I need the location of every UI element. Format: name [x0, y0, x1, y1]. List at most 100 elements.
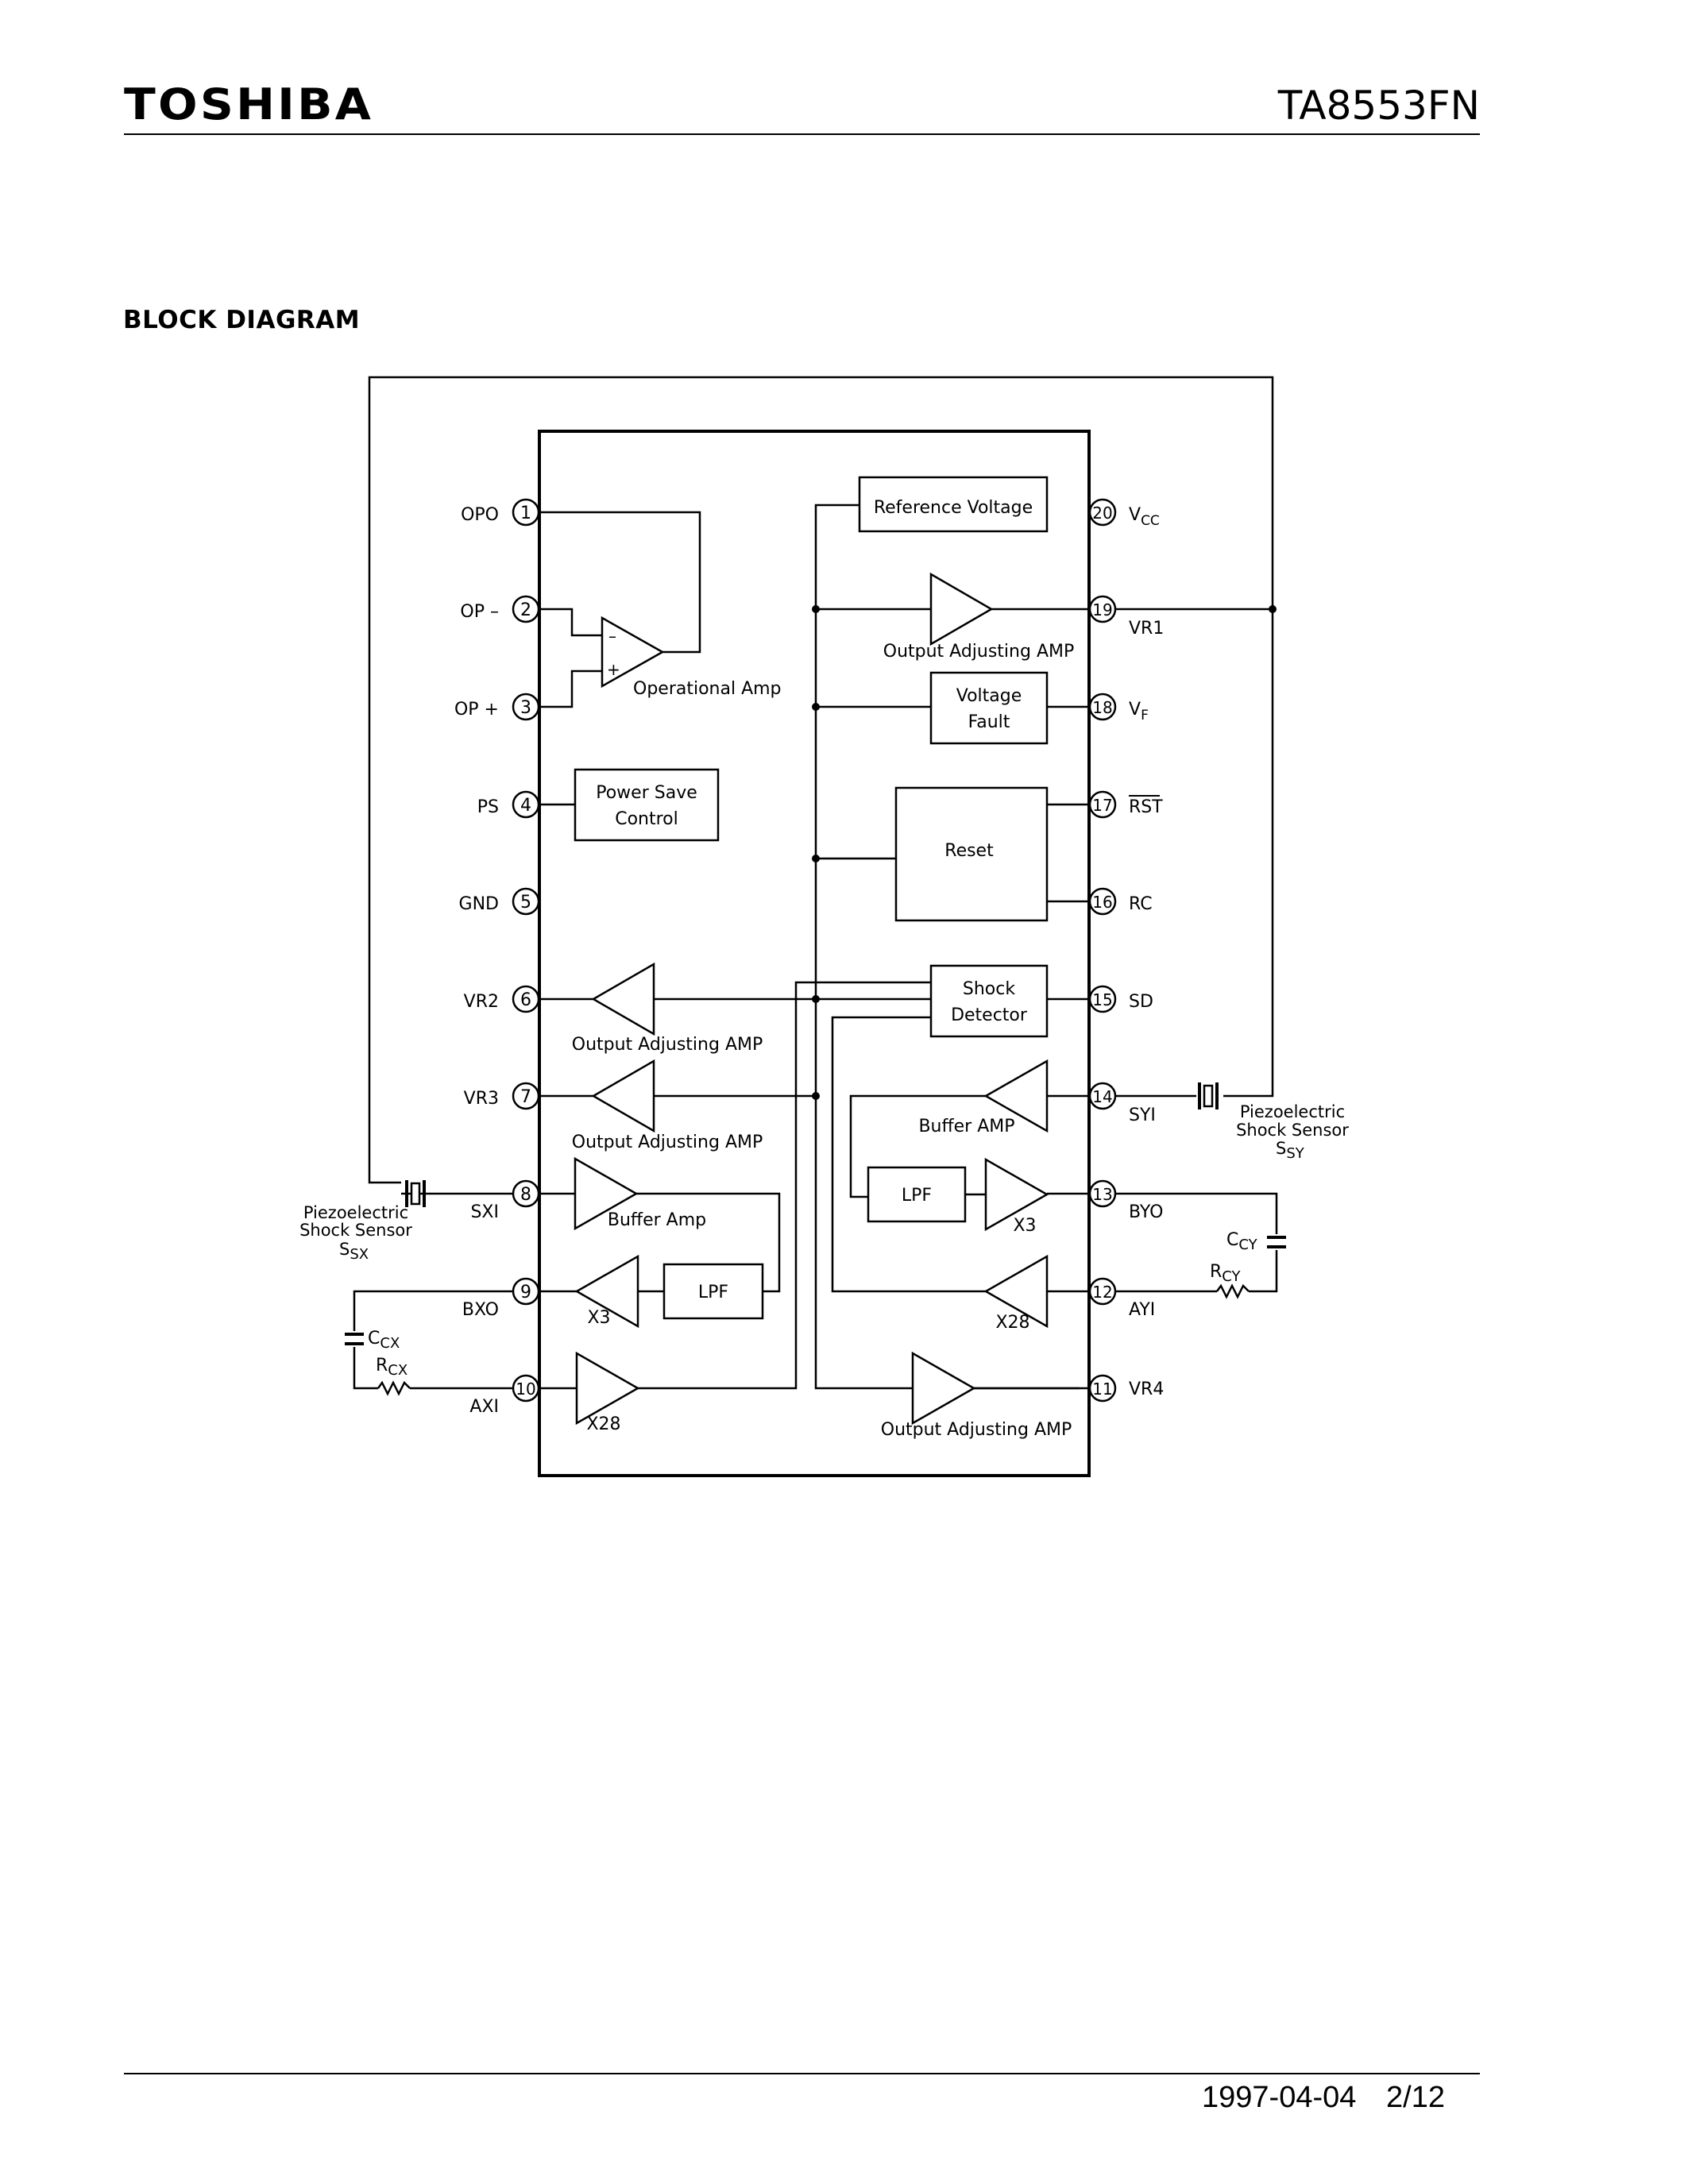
vr3-amp-symbol [591, 1059, 655, 1133]
vr2-amp-label: Output Adjusting AMP [572, 1035, 763, 1055]
piezo-sensor-x [405, 1180, 426, 1207]
pin-15-label: SD [1129, 992, 1153, 1012]
pin-14-number: 14 [1092, 1087, 1112, 1106]
pin-11: 11 VR4 [1088, 1374, 1164, 1403]
header-rule [124, 133, 1480, 135]
pin-12-number: 12 [1092, 1283, 1112, 1302]
op-amp-minus: – [608, 627, 616, 646]
pin-1-label: OPO [461, 505, 499, 525]
pin-17-number: 17 [1092, 796, 1112, 815]
pin-5-number: 5 [520, 893, 531, 913]
pin-10-label: AXI [469, 1397, 499, 1417]
pin-15-number: 15 [1092, 990, 1112, 1009]
pin-10: 10 AXI [469, 1374, 540, 1417]
shock-detector-line1: Shock [963, 979, 1015, 999]
buffer-y-label: Buffer AMP [918, 1117, 1014, 1136]
pin-17: 17 RST [1088, 790, 1163, 819]
pin-2-number: 2 [520, 600, 531, 620]
op-amp-plus: + [607, 660, 620, 679]
lpf-y-label: LPF [902, 1186, 932, 1206]
pin-18-label: VF [1129, 700, 1149, 723]
pin-8-label: SXI [470, 1202, 499, 1222]
buffer-x-label: Buffer Amp [608, 1210, 706, 1230]
reset-block [894, 786, 1049, 922]
vr3-amp-label: Output Adjusting AMP [572, 1133, 763, 1152]
pin-7-label: VR3 [464, 1089, 499, 1109]
ccx-label: CCX [368, 1329, 400, 1352]
sensor-x-symbol: SSX [339, 1240, 369, 1263]
reset-label: Reset [944, 841, 994, 861]
sensor-y-line2: Shock Sensor [1236, 1121, 1349, 1140]
capacitor-ccy [1267, 1234, 1286, 1250]
pin-2-label: OP – [460, 602, 499, 622]
pin-15: 15 SD [1088, 985, 1153, 1013]
pin-16-label: RC [1129, 894, 1153, 914]
pin-7-number: 7 [520, 1087, 531, 1107]
pin-9-number: 9 [520, 1283, 531, 1302]
pin-13: 13 BYO [1088, 1179, 1163, 1222]
pin-12-label: AYI [1129, 1300, 1155, 1320]
x3-x-label: X3 [587, 1308, 610, 1328]
x3-x-symbol [574, 1254, 639, 1329]
vr1-amp-label: Output Adjusting AMP [883, 642, 1075, 662]
pin-13-label: BYO [1129, 1202, 1163, 1222]
pin-8-number: 8 [520, 1185, 531, 1205]
buffer-x-symbol [574, 1156, 639, 1231]
rcx-label: RCX [376, 1356, 408, 1379]
lpf-x-label: LPF [698, 1283, 728, 1302]
reference-voltage-label: Reference Voltage [874, 498, 1033, 518]
pin-20: 20 VCC [1088, 498, 1160, 529]
pin-4-number: 4 [520, 796, 531, 816]
x28-y-label: X28 [995, 1313, 1029, 1333]
pin-6-number: 6 [520, 990, 531, 1010]
part-number: TA8553FN [1277, 83, 1480, 129]
x28-y-symbol [983, 1254, 1049, 1329]
pin-20-number: 20 [1092, 504, 1112, 523]
pin-14: 14 SYI [1088, 1082, 1156, 1125]
pin-10-number: 10 [516, 1379, 535, 1399]
sensor-y-line1: Piezoelectric [1240, 1102, 1345, 1121]
pin-3-number: 3 [520, 698, 531, 718]
power-save-line2: Control [615, 809, 678, 829]
pin-2: 2 OP – [460, 595, 540, 623]
sensor-y-symbol: SSY [1276, 1139, 1305, 1162]
x28-x-symbol [575, 1351, 640, 1426]
pin-12: 12 AYI [1088, 1277, 1155, 1320]
power-save-line1: Power Save [596, 783, 697, 803]
vr4-amp-label: Output Adjusting AMP [881, 1420, 1072, 1440]
pin-18: 18 VF [1088, 693, 1149, 723]
resistor-rcy [1215, 1283, 1250, 1299]
pin-11-number: 11 [1092, 1379, 1112, 1399]
voltage-fault-line2: Fault [968, 712, 1010, 732]
x3-y-symbol [984, 1157, 1049, 1232]
pin-5-label: GND [459, 894, 499, 914]
pin-9: 9 BXO [462, 1277, 540, 1320]
pin-20-label: VCC [1129, 505, 1160, 529]
shock-detector-line2: Detector [951, 1005, 1028, 1025]
pin-8: 8 SXI [470, 1179, 540, 1222]
piezo-sensor-y [1196, 1082, 1223, 1109]
lpf-y-block [867, 1166, 967, 1223]
vr2-amp-symbol [591, 962, 655, 1036]
op-amp-symbol [601, 615, 665, 689]
sensor-x-line2: Shock Sensor [299, 1221, 412, 1240]
brand-logo: TOSHIBA [124, 79, 374, 129]
pin-4-label: PS [477, 797, 499, 817]
capacitor-ccx [345, 1331, 364, 1347]
rcy-label: RCY [1210, 1262, 1242, 1285]
footer-rule [124, 2073, 1480, 2074]
pin-5: 5 GND [459, 887, 540, 916]
pin-11-label: VR4 [1129, 1379, 1164, 1399]
section-title: BLOCK DIAGRAM [123, 306, 361, 334]
pin-1-number: 1 [520, 504, 531, 523]
pin-17-label: RST [1129, 797, 1163, 817]
footer-page: 2/12 [1386, 2081, 1445, 2114]
pin-3-label: OP + [454, 700, 499, 720]
reference-voltage-block [858, 476, 1049, 533]
pin-18-number: 18 [1092, 698, 1112, 717]
pin-13-number: 13 [1092, 1185, 1112, 1204]
resistor-rcx [377, 1380, 411, 1396]
pin-9-label: BXO [462, 1300, 499, 1320]
op-amp-label: Operational Amp [633, 679, 782, 699]
pin-19-label: VR1 [1129, 619, 1164, 639]
